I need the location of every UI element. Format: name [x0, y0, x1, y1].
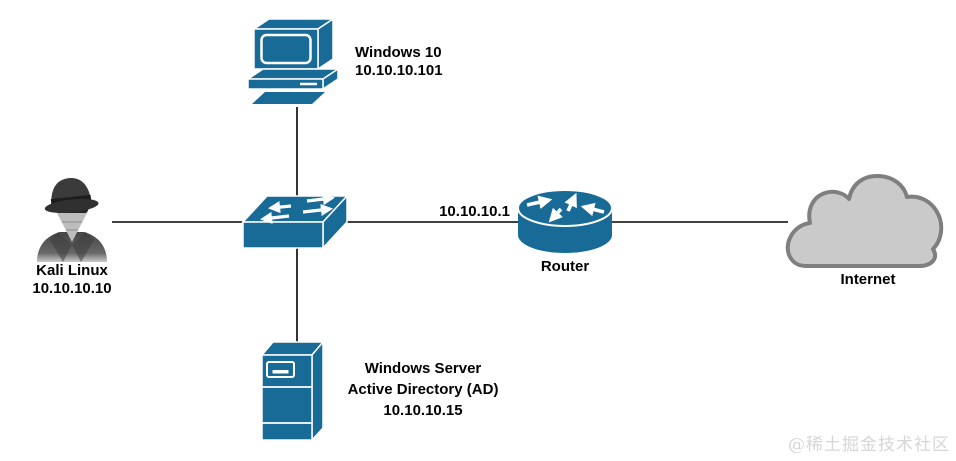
- cloud-shape: [785, 174, 944, 268]
- desktop-computer-icon: [245, 17, 341, 104]
- keyboard: [252, 92, 325, 104]
- server-label: Windows Server Active Directory (AD) 10.…: [323, 358, 523, 421]
- router-ip-label: 10.10.10.1: [439, 203, 510, 220]
- router-top-face: [517, 189, 613, 227]
- kali-label: Kali Linux 10.10.10.10: [12, 262, 132, 298]
- windows10-label: Windows 10 10.10.10.101: [355, 44, 443, 80]
- server-name: Windows Server: [364, 360, 482, 377]
- router-arrow-out-top: [564, 192, 577, 212]
- server-ip: 10.10.10.15: [383, 402, 463, 419]
- router-icon: [517, 189, 613, 253]
- internet-cloud-icon: [785, 174, 944, 268]
- kali-name: Kali Linux: [36, 262, 108, 279]
- server-role: Active Directory (AD): [347, 381, 499, 398]
- windows10-ip: 10.10.10.101: [355, 62, 443, 79]
- monitor-screen: [260, 33, 312, 65]
- spy-coat-lapel-right: [72, 232, 94, 262]
- spy-hat: [44, 178, 99, 214]
- watermark: @稀土掘金技术社区: [788, 435, 950, 455]
- switch-arrow-left-top: [267, 201, 292, 214]
- router-arrow-in-right: [580, 202, 605, 217]
- windows10-name: Windows 10: [355, 44, 442, 61]
- system-unit-front-face: [247, 78, 324, 90]
- server-drive-bar: [272, 370, 289, 374]
- switch-front-face: [242, 221, 324, 249]
- router-arrow-out-bottom: [548, 207, 563, 223]
- spy-coat-lapel-left: [50, 232, 72, 262]
- switch-arrow-left-bottom: [259, 211, 290, 224]
- server-front-face: [261, 354, 313, 441]
- kali-ip: 10.10.10.10: [32, 280, 112, 297]
- server-drive-slot: [266, 361, 295, 378]
- switch-arrow-right-bottom: [302, 203, 334, 217]
- internet-label: Internet: [840, 271, 896, 288]
- spy-bandana: [57, 213, 87, 242]
- router-label: Router: [540, 258, 590, 275]
- server-side-face: [311, 339, 324, 442]
- spy-hat-brim: [44, 198, 99, 214]
- network-switch-icon: [241, 193, 349, 250]
- switch-arrow-right-top: [306, 193, 336, 206]
- router-arrow-in-left: [526, 195, 553, 209]
- hacker-spy-icon: [37, 178, 107, 262]
- server-tower-icon: [260, 339, 325, 442]
